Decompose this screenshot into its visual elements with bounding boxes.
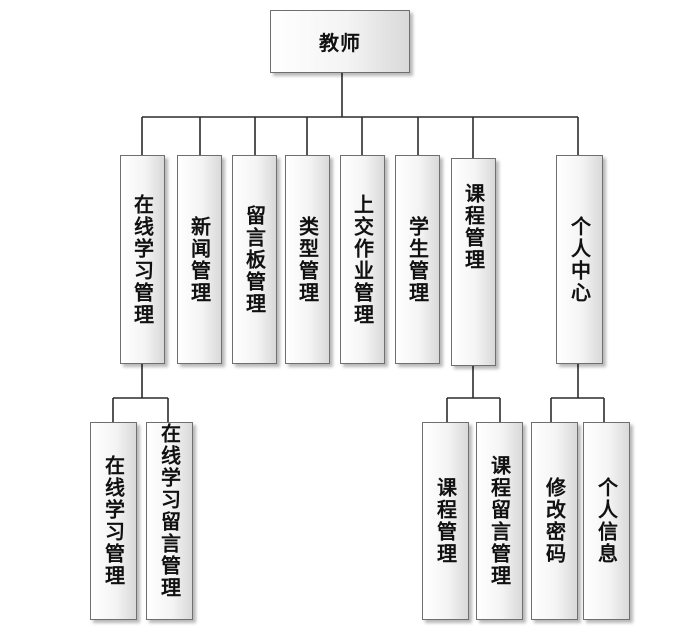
- node-student: 学生管理: [395, 155, 440, 364]
- node-change-password: 修改密码: [531, 422, 578, 620]
- node-online-learning-manage: 在线学习管理: [90, 422, 137, 620]
- node-news: 新闻管理: [177, 155, 222, 364]
- node-label: 在线学习留言管理: [157, 423, 182, 599]
- node-personal-info: 个人信息: [583, 422, 630, 620]
- node-homework: 上交作业管理: [340, 155, 385, 364]
- node-label: 个人中心: [567, 215, 592, 304]
- node-label: 课程留言管理: [487, 455, 512, 587]
- node-label: 上交作业管理: [350, 193, 375, 326]
- node-label: 在线学习管理: [130, 193, 155, 326]
- node-message-board: 留言板管理: [232, 155, 277, 364]
- node-course-manage: 课程管理: [422, 422, 469, 620]
- node-label: 个人信息: [594, 477, 619, 565]
- node-label: 留言板管理: [242, 204, 267, 315]
- node-course: 课程管理: [451, 158, 496, 366]
- node-label: 学生管理: [405, 215, 430, 304]
- node-type: 类型管理: [285, 155, 330, 364]
- node-course-message: 课程留言管理: [476, 422, 523, 620]
- node-label: 修改密码: [542, 477, 567, 565]
- node-online-learning: 在线学习管理: [120, 155, 165, 364]
- node-root: 教师: [270, 10, 410, 73]
- node-label: 类型管理: [295, 215, 320, 304]
- node-label: 新闻管理: [187, 215, 212, 304]
- node-personal-center: 个人中心: [556, 155, 603, 364]
- node-label: 课程管理: [461, 183, 486, 271]
- node-label: 在线学习管理: [101, 455, 126, 587]
- node-label: 教师: [319, 31, 361, 55]
- node-label: 课程管理: [433, 477, 458, 565]
- node-online-learning-message: 在线学习留言管理: [146, 422, 193, 620]
